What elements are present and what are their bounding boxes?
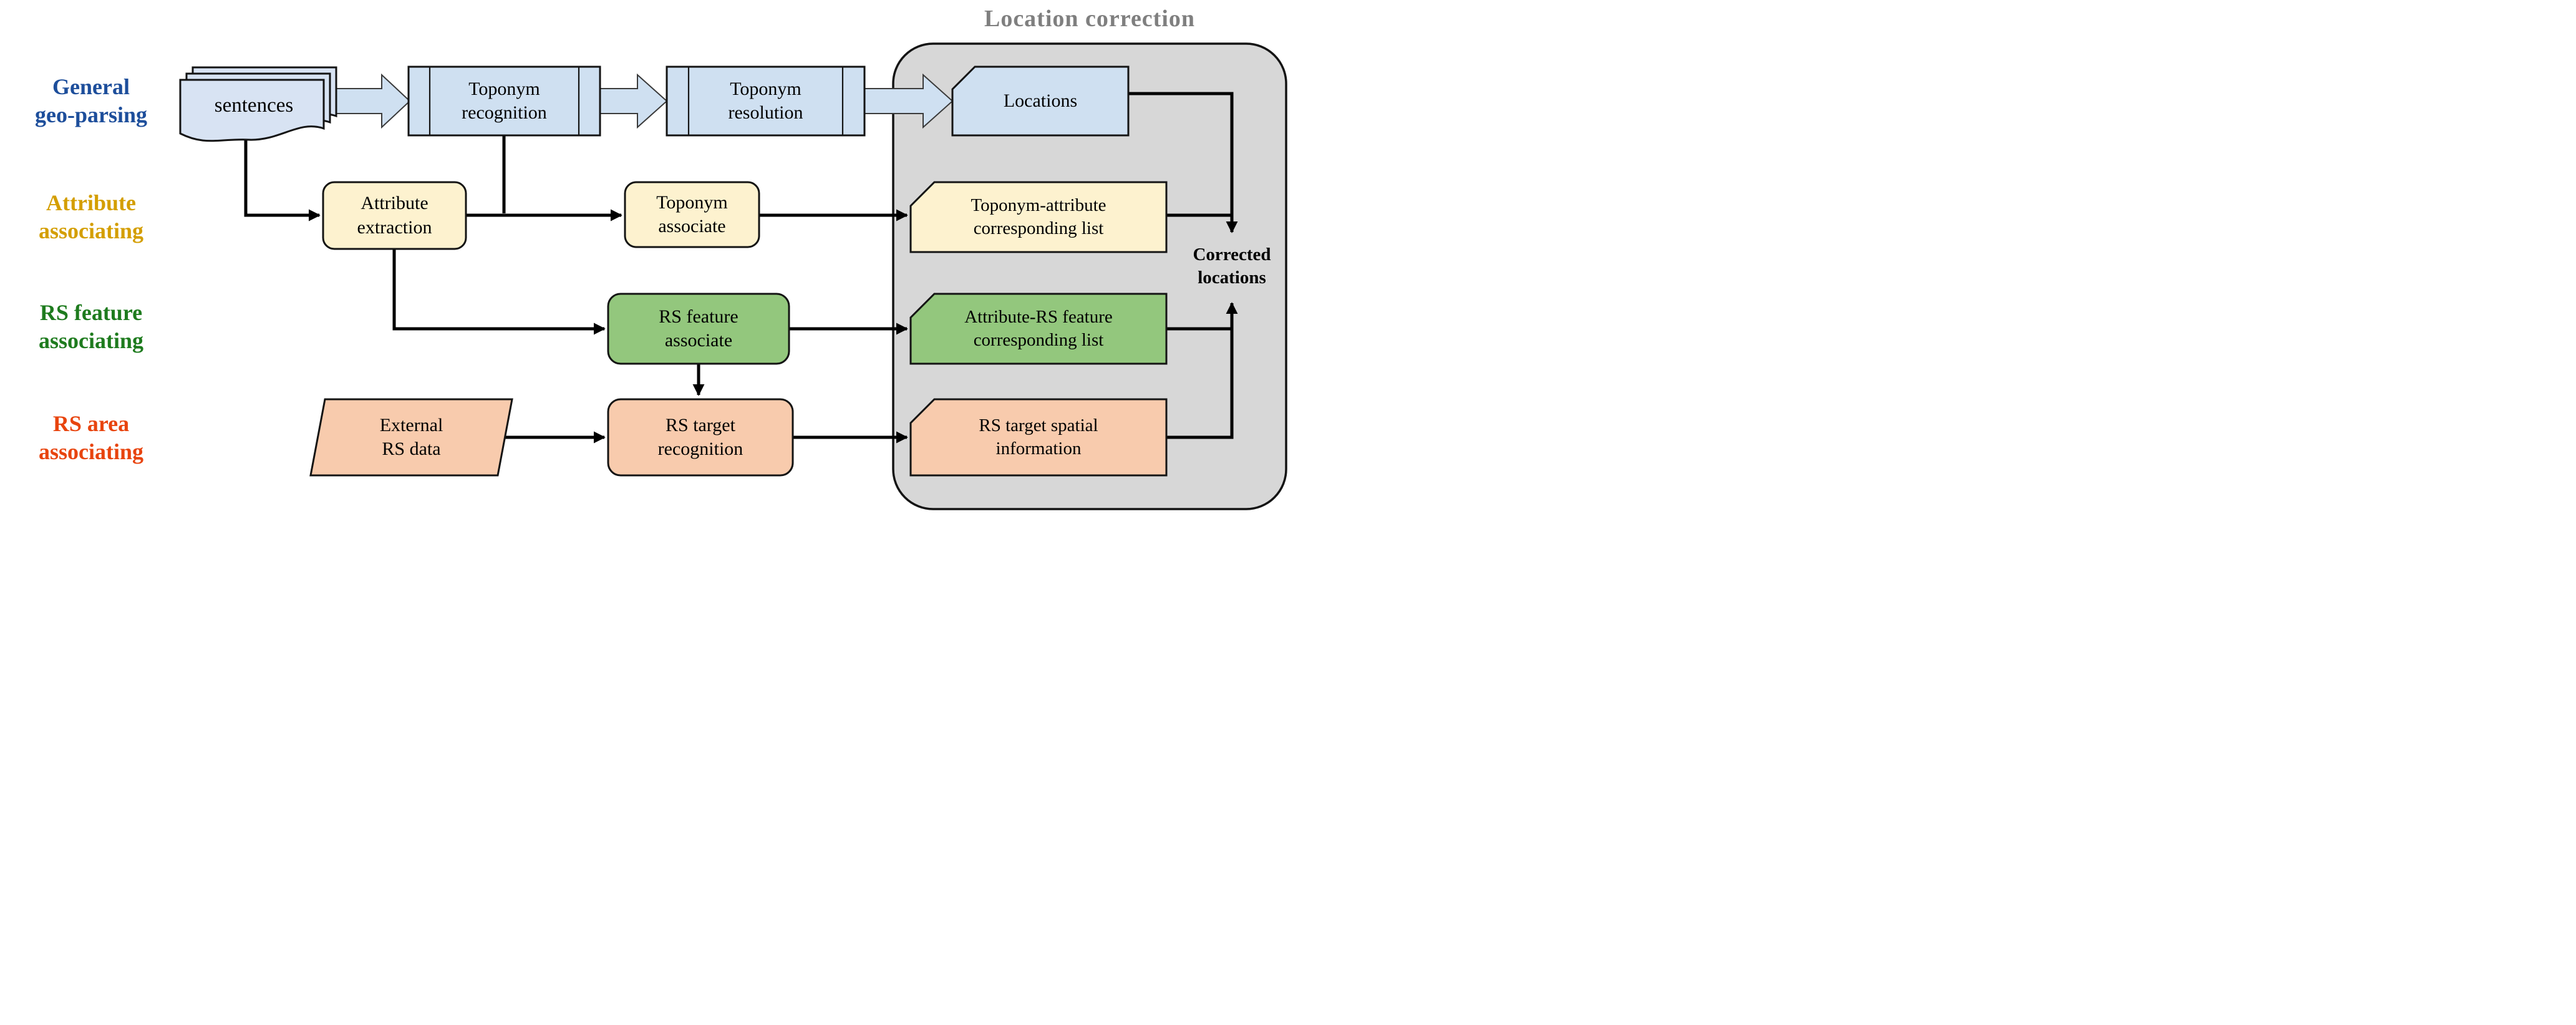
process-boxes <box>407 66 866 137</box>
edge-rs-target-spatial-to-corrected <box>1166 302 1238 439</box>
block-arrow-resolution-to-locations <box>864 73 954 129</box>
toponym-resolution-shape <box>666 66 866 137</box>
attribute-extraction-shape <box>322 181 467 250</box>
rs-feature-associate-shape <box>607 293 790 365</box>
toponym-recognition-shape <box>407 66 601 137</box>
rs-target-spatial-shape <box>909 398 1168 477</box>
sentences-document-stack <box>179 66 337 142</box>
block-arrows <box>335 73 954 129</box>
edge-locations-to-corrected <box>1128 92 1238 233</box>
toponym-associate-shape <box>624 181 760 248</box>
edge-sentences-to-attribute-extraction <box>244 132 321 221</box>
connector-lines <box>244 92 1238 444</box>
toponym-attribute-list-shape <box>909 181 1168 253</box>
attribute-rs-feature-list-shape <box>909 293 1168 365</box>
external-rs-data-shape <box>309 398 513 477</box>
block-arrow-recognition-to-resolution <box>599 73 668 129</box>
edge-attribute-extraction-to-rs-feature-associate <box>392 249 606 335</box>
geo-parsing-flow-diagram: Location correction General geo-parsing … <box>0 0 1288 513</box>
rs-target-recognition-shape <box>607 398 794 477</box>
rounded-nodes <box>309 181 794 477</box>
diagram-canvas <box>179 42 1287 510</box>
locations-shape <box>951 66 1130 137</box>
block-arrow-sentences-to-recognition <box>335 73 411 129</box>
card-shapes <box>909 66 1168 477</box>
document-sheet-front <box>179 79 325 142</box>
location-correction-container <box>892 42 1287 510</box>
